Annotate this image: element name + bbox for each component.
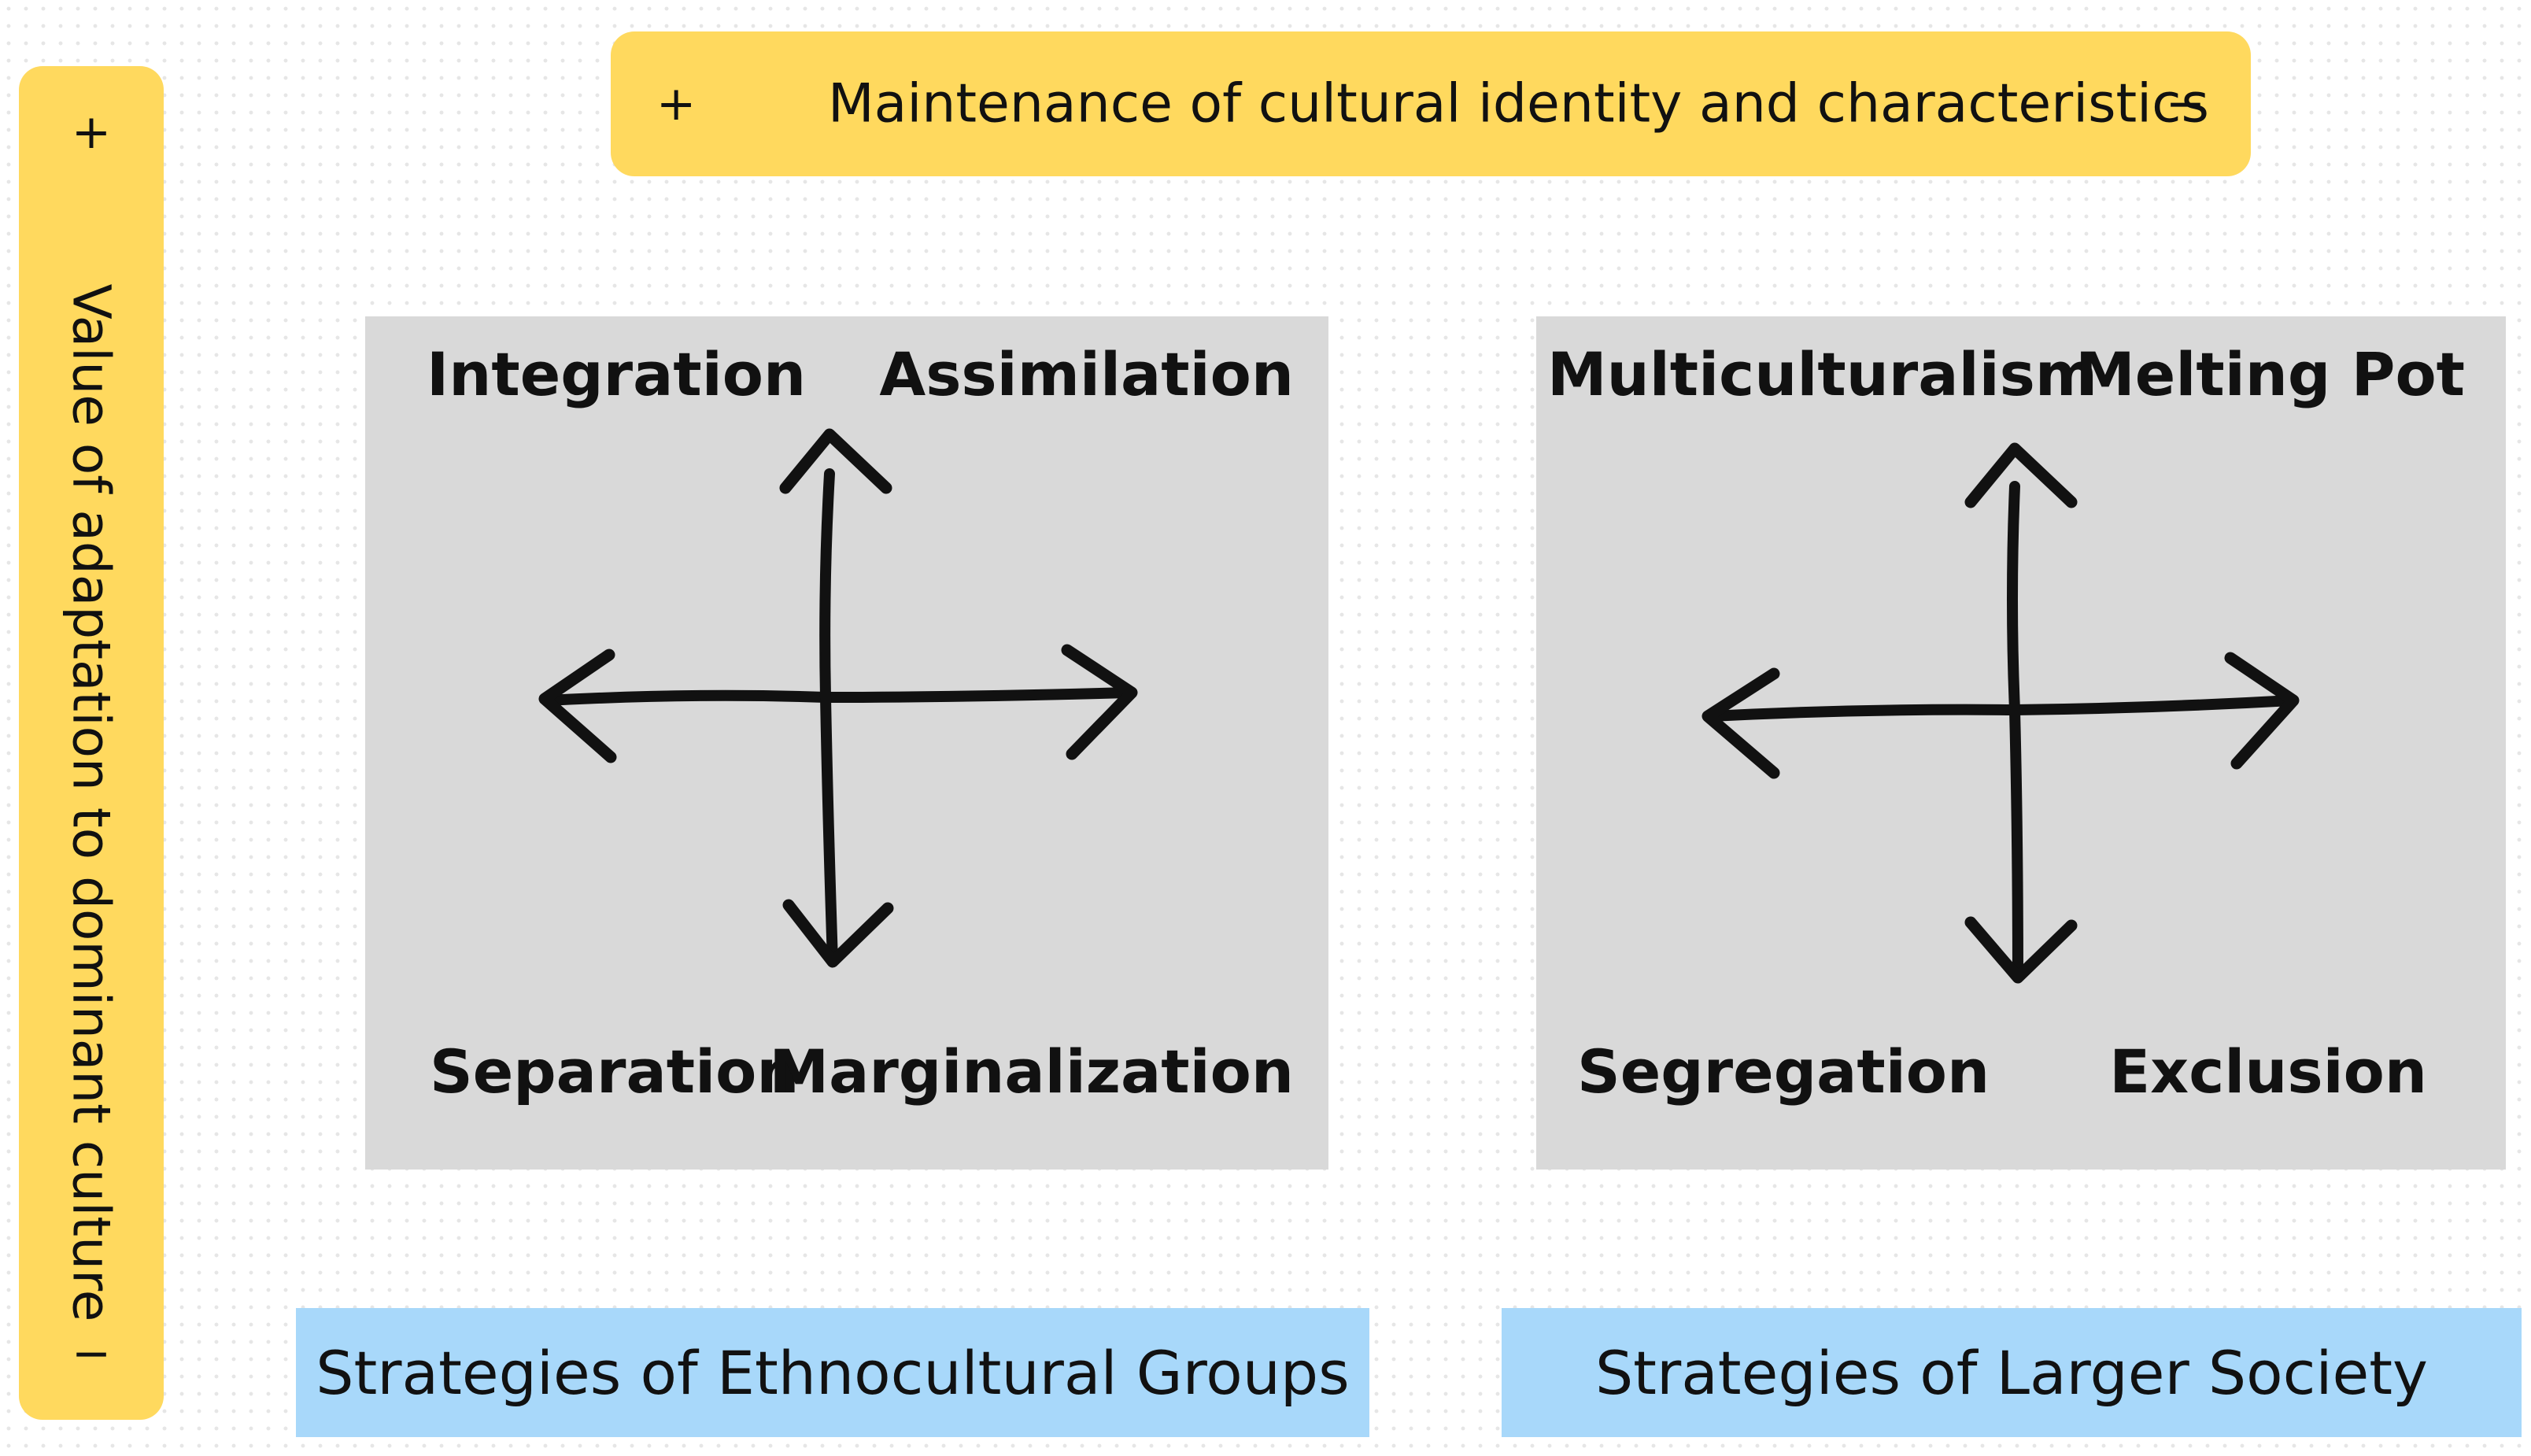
quadrant-label-exclusion: Exclusion — [2109, 1037, 2427, 1107]
footer-label: Strategies of Ethnocultural Groups — [316, 1337, 1350, 1408]
footer-label: Strategies of Larger Society — [1594, 1337, 2429, 1408]
ethnocultural-strategies-panel: Integration Assimilation Separation Marg… — [365, 316, 1328, 1170]
larger-society-strategies-panel: Multiculturalism Melting Pot Segregation… — [1536, 316, 2506, 1170]
quadrant-label-melting-pot: Melting Pot — [2075, 339, 2465, 409]
quadrant-label-integration: Integration — [427, 339, 807, 409]
quadrant-label-marginalization: Marginalization — [769, 1037, 1294, 1107]
four-way-arrow-icon — [538, 428, 1138, 968]
axis-minus-sign: − — [2165, 76, 2205, 131]
vertical-axis-title: Value of adaptation to dominant culture — [61, 283, 122, 1322]
axis-minus-sign: − — [71, 1326, 112, 1381]
vertical-axis-banner: + Value of adaptation to dominant cultur… — [19, 66, 164, 1420]
horizontal-axis-title: Maintenance of cultural identity and cha… — [828, 72, 2209, 135]
quadrant-label-separation: Separation — [430, 1037, 800, 1107]
quadrant-label-multiculturalism: Multiculturalism — [1547, 339, 2098, 409]
horizontal-axis-banner: + Maintenance of cultural identity and c… — [611, 31, 2251, 176]
larger-society-caption: Strategies of Larger Society — [1502, 1308, 2522, 1437]
quadrant-label-assimilation: Assimilation — [879, 339, 1294, 409]
four-way-arrow-icon — [1701, 442, 2300, 984]
axis-plus-sign: + — [656, 76, 696, 131]
quadrant-label-segregation: Segregation — [1577, 1037, 1990, 1107]
axis-plus-sign: + — [71, 105, 112, 160]
ethnocultural-groups-caption: Strategies of Ethnocultural Groups — [296, 1308, 1369, 1437]
